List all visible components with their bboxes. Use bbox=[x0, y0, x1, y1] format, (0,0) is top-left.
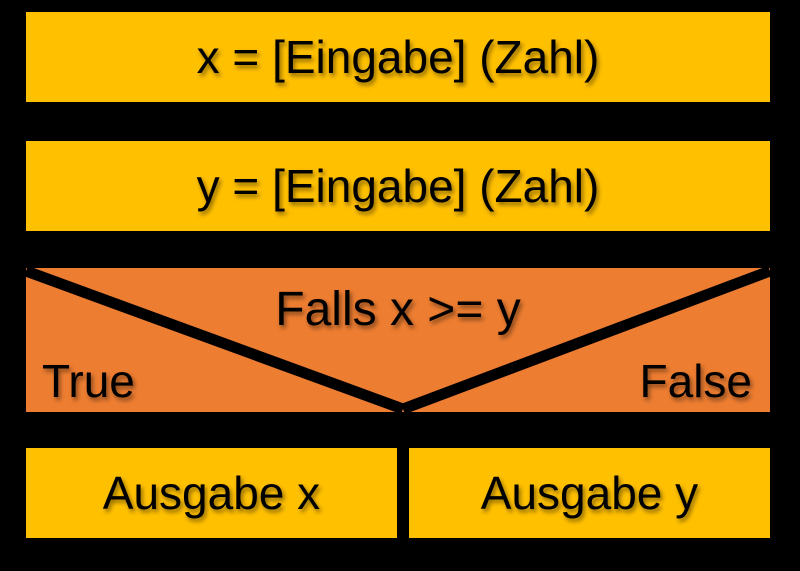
output-x-box: Ausgabe x bbox=[26, 448, 397, 538]
output-y-box: Ausgabe y bbox=[409, 448, 770, 538]
condition-label: Falls x >= y bbox=[275, 283, 521, 336]
condition-box: Falls x >= y True False bbox=[26, 268, 770, 412]
branch-false-label: False bbox=[639, 355, 752, 407]
branch-diagonal-lines bbox=[26, 268, 770, 412]
branch-true-label: True bbox=[42, 355, 135, 407]
input-y-box: y = [Eingabe] (Zahl) bbox=[26, 141, 770, 231]
input-x-box: x = [Eingabe] (Zahl) bbox=[26, 12, 770, 102]
